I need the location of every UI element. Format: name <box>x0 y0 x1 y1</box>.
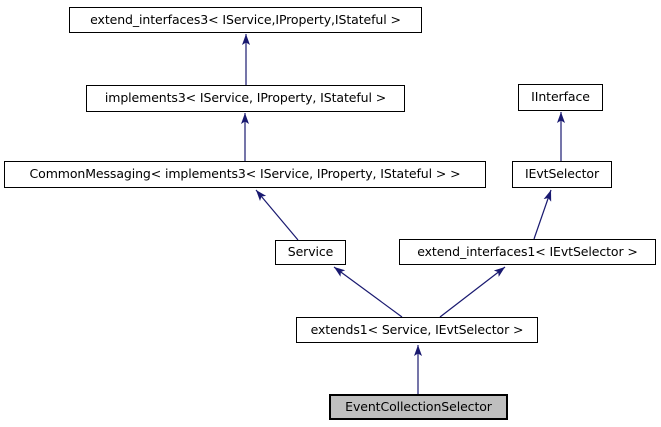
class-node-iinterface[interactable]: IInterface <box>518 84 603 111</box>
class-node-extend-interfaces3[interactable]: extend_interfaces3< IService,IProperty,I… <box>69 7 422 33</box>
class-node-event-collection-selector: EventCollectionSelector <box>329 394 508 420</box>
class-node-service[interactable]: Service <box>275 240 346 265</box>
class-node-ievtselector[interactable]: IEvtSelector <box>512 161 612 188</box>
class-node-implements3[interactable]: implements3< IService, IProperty, IState… <box>86 85 405 112</box>
inheritance-arrow-extends1-to-extend-interfaces1 <box>439 266 506 318</box>
class-node-extend-interfaces1[interactable]: extend_interfaces1< IEvtSelector > <box>399 239 656 265</box>
inheritance-arrow-extends1-to-service <box>333 266 403 318</box>
class-node-common-messaging[interactable]: CommonMessaging< implements3< IService, … <box>4 161 486 188</box>
inheritance-arrow-service-to-common-messaging <box>255 189 299 241</box>
inheritance-arrow-extend-interfaces1-to-ievtselector <box>533 189 552 240</box>
class-node-extends1[interactable]: extends1< Service, IEvtSelector > <box>296 317 538 343</box>
